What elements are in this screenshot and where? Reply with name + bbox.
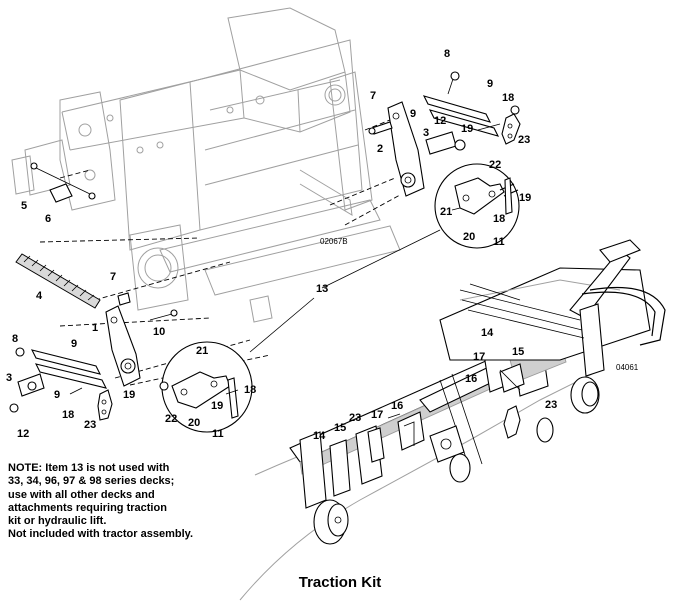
callout-14: 14 bbox=[481, 327, 494, 339]
callout-4: 4 bbox=[36, 290, 43, 302]
callout-19: 19 bbox=[211, 400, 223, 412]
note-line: use with all other decks and bbox=[8, 488, 155, 501]
callout-14: 14 bbox=[313, 430, 326, 442]
note-line: attachments requiring traction bbox=[8, 501, 167, 514]
callout-20: 20 bbox=[188, 417, 200, 429]
callout-22: 22 bbox=[165, 413, 177, 425]
callout-17: 17 bbox=[473, 351, 485, 363]
callout-9: 9 bbox=[71, 338, 77, 350]
callout-12: 12 bbox=[17, 428, 29, 440]
callout-21: 21 bbox=[196, 345, 208, 357]
callout-23: 23 bbox=[518, 134, 530, 146]
note-line: 33, 34, 96, 97 & 98 series decks; bbox=[8, 475, 175, 488]
callout-18: 18 bbox=[493, 213, 505, 225]
callout-22: 22 bbox=[489, 159, 501, 171]
upper-lift-bracket bbox=[368, 71, 521, 197]
callout-5: 5 bbox=[21, 200, 27, 212]
callout-6: 6 bbox=[45, 213, 51, 225]
callout-1: 1 bbox=[92, 322, 98, 334]
callout-8: 8 bbox=[444, 48, 450, 60]
item-13-leaders bbox=[249, 229, 441, 353]
figure-code-lower: 04061 bbox=[616, 363, 639, 372]
callout-19: 19 bbox=[461, 123, 473, 135]
figure-code-upper: 02067B bbox=[320, 237, 348, 246]
callout-10: 10 bbox=[153, 326, 165, 338]
tractor-frame bbox=[11, 7, 401, 323]
callout-16: 16 bbox=[391, 400, 403, 412]
callout-18: 18 bbox=[62, 409, 74, 421]
callout-19: 19 bbox=[123, 389, 135, 401]
callout-12: 12 bbox=[434, 115, 446, 127]
note-line: kit or hydraulic lift. bbox=[8, 515, 107, 528]
callout-2: 2 bbox=[377, 143, 383, 155]
deck-traction-assembly bbox=[239, 239, 666, 601]
callout-20: 20 bbox=[463, 231, 475, 243]
callout-15: 15 bbox=[334, 422, 346, 434]
note-line: Not included with tractor assembly. bbox=[8, 528, 193, 541]
callout-23: 23 bbox=[545, 399, 557, 411]
callout-13: 13 bbox=[316, 283, 328, 295]
upper-detail-inset bbox=[434, 163, 520, 249]
callout-8: 8 bbox=[12, 333, 18, 345]
left-components bbox=[9, 162, 178, 421]
callout-3: 3 bbox=[6, 372, 12, 384]
callout-19: 19 bbox=[519, 192, 531, 204]
callout-3: 3 bbox=[423, 127, 429, 139]
callout-21: 21 bbox=[440, 206, 452, 218]
lower-detail-inset bbox=[159, 341, 253, 433]
note-line: NOTE: Item 13 is not used with bbox=[8, 462, 170, 474]
callout-17: 17 bbox=[371, 409, 383, 421]
callout-18: 18 bbox=[502, 92, 514, 104]
callout-23: 23 bbox=[349, 412, 361, 424]
callout-9: 9 bbox=[54, 389, 60, 401]
callout-7: 7 bbox=[370, 90, 376, 102]
callout-11: 11 bbox=[212, 428, 224, 440]
callout-23: 23 bbox=[84, 419, 96, 431]
callout-15: 15 bbox=[512, 346, 524, 358]
callout-18: 18 bbox=[244, 384, 256, 396]
callout-11: 11 bbox=[493, 236, 505, 248]
callout-labels: 8 9 7 9 18 12 3 19 23 2 22 19 21 18 20 1… bbox=[6, 48, 639, 442]
callout-16: 16 bbox=[465, 373, 477, 385]
assembly-note: NOTE: Item 13 is not used with 33, 34, 9… bbox=[8, 462, 253, 542]
callout-9: 9 bbox=[410, 108, 416, 120]
callout-7: 7 bbox=[110, 271, 116, 283]
diagram-title: Traction Kit bbox=[298, 574, 382, 591]
callout-9: 9 bbox=[487, 78, 493, 90]
